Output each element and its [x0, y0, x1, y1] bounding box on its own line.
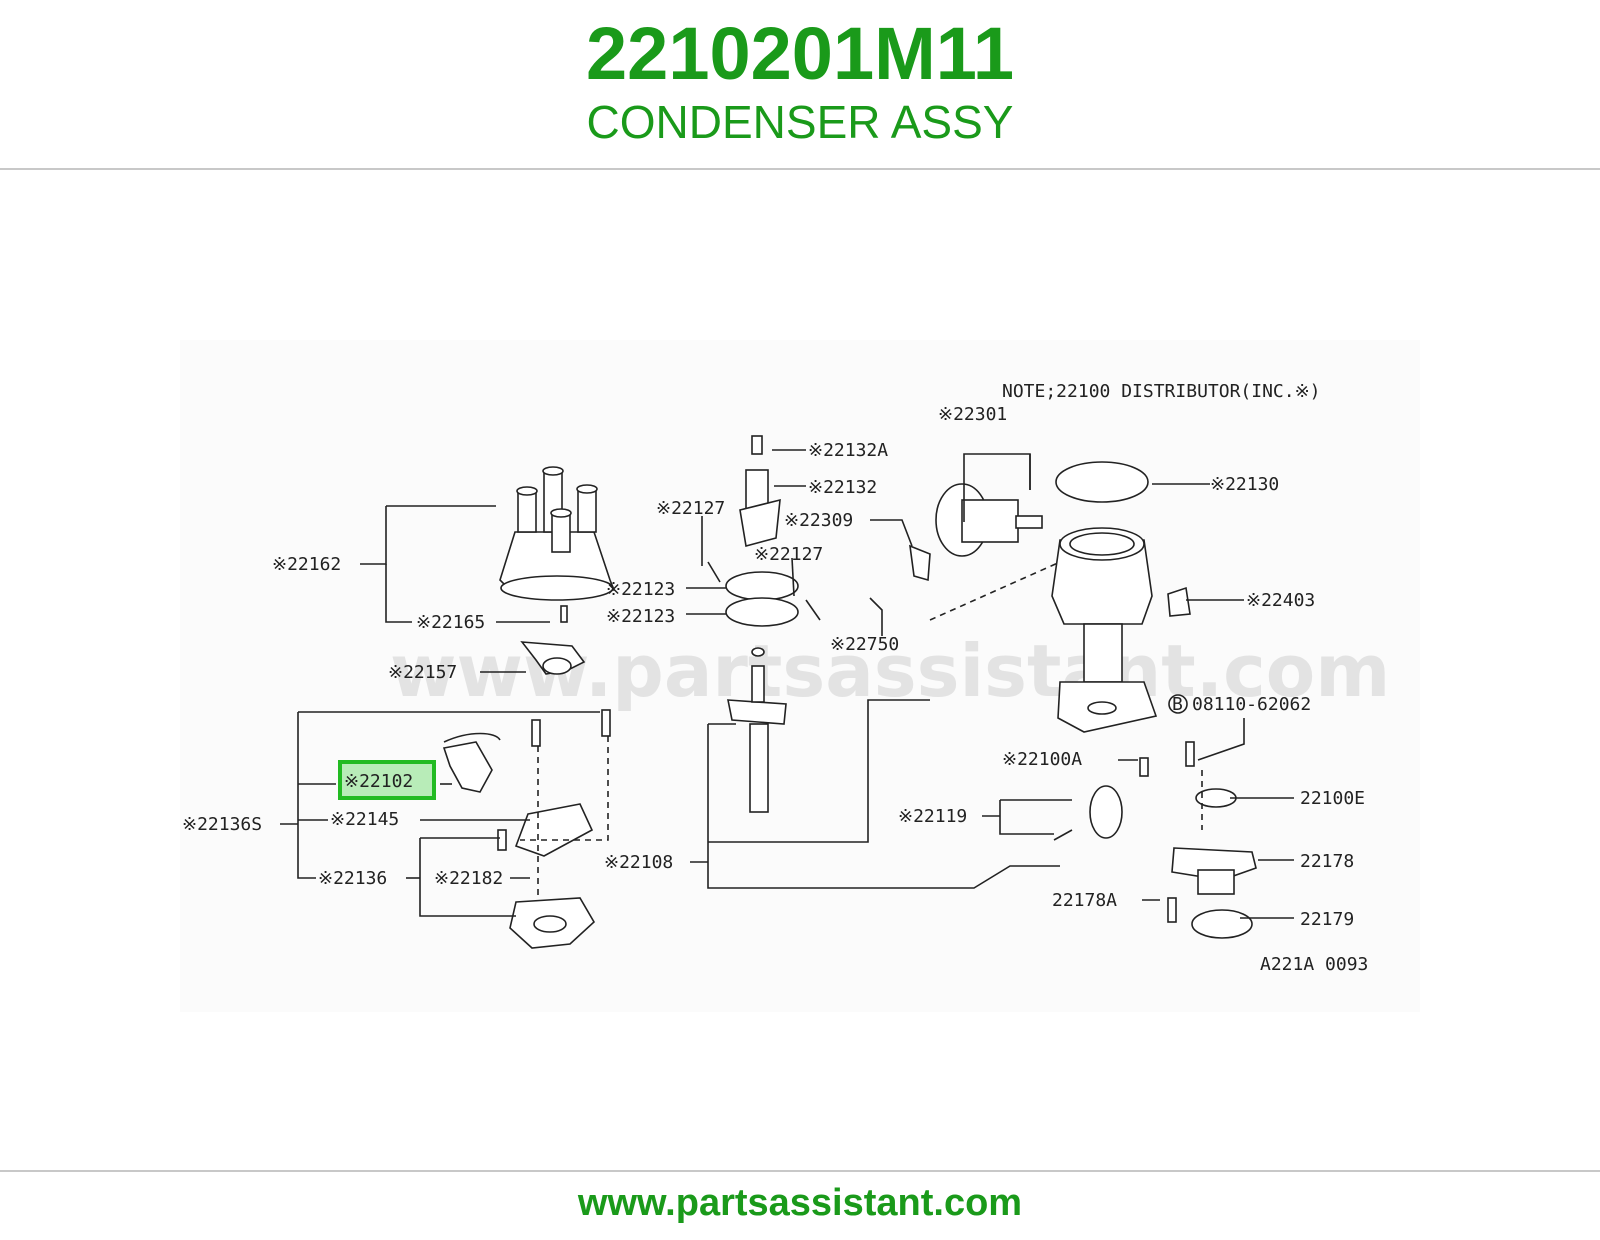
callout-22309: ※22309 — [784, 510, 853, 531]
callout-08110-62062: 08110-62062 — [1192, 694, 1311, 715]
bolt-symbol — [1168, 694, 1188, 714]
alignment-line — [929, 561, 1061, 621]
callout-22145: ※22145 — [330, 809, 399, 830]
callout-22119: ※22119 — [898, 806, 967, 827]
page-header: 2210201M11 CONDENSER ASSY — [0, 0, 1600, 168]
header-divider — [0, 168, 1600, 170]
part-name-subtitle: CONDENSER ASSY — [586, 96, 1014, 148]
callout-22750: ※22750 — [830, 634, 899, 655]
callout-22127-upper: ※22127 — [656, 498, 725, 519]
callout-22178: 22178 — [1300, 851, 1354, 872]
callout-22130: ※22130 — [1210, 474, 1279, 495]
callout-22102[interactable]: ※22102 — [344, 771, 413, 792]
footer-website-link[interactable]: www.partsassistant.com — [577, 1182, 1023, 1224]
callout-22179: 22179 — [1300, 909, 1354, 930]
callout-22182: ※22182 — [434, 868, 503, 889]
callout-22100a: ※22100A — [1002, 749, 1082, 770]
callout-22403: ※22403 — [1246, 590, 1315, 611]
breaker-plate-drawing — [442, 709, 611, 949]
distributor-cap-drawing — [499, 466, 616, 623]
callout-22162: ※22162 — [272, 554, 341, 575]
callout-22136s: ※22136S — [182, 814, 262, 835]
parts-diagram: www.partsassistant.com — [180, 340, 1420, 1012]
vacuum-controller-drawing — [909, 483, 1043, 582]
bolt-symbol-letter: B — [1172, 694, 1183, 715]
callout-22136: ※22136 — [318, 868, 387, 889]
callout-22132a: ※22132A — [808, 440, 888, 461]
lower-parts-drawing — [1053, 741, 1257, 939]
callout-22132: ※22132 — [808, 477, 877, 498]
footer-divider — [0, 1170, 1600, 1172]
parts-diagram-drawing: www.partsassistant.com — [182, 381, 1390, 975]
callout-22301: ※22301 — [938, 404, 1007, 425]
alignment-line — [520, 736, 609, 841]
highlighted-part-box[interactable] — [338, 760, 436, 800]
part-number-title: 2210201M11 — [586, 12, 1014, 95]
callout-22157: ※22157 — [388, 662, 457, 683]
callout-22100e: 22100E — [1300, 788, 1365, 809]
leader-lines — [280, 449, 1294, 919]
diagram-note: NOTE;22100 DISTRIBUTOR(INC.※) — [1002, 381, 1321, 402]
callout-22108: ※22108 — [604, 852, 673, 873]
governor-parts-drawing — [707, 435, 821, 813]
callout-22165: ※22165 — [416, 612, 485, 633]
diagram-code: A221A 0093 — [1260, 954, 1368, 975]
rotor-drawing — [520, 641, 586, 675]
callout-22178a: 22178A — [1052, 890, 1117, 911]
callout-22123-upper: ※22123 — [606, 579, 675, 600]
callout-22127-lower: ※22127 — [754, 544, 823, 565]
callout-22123-lower: ※22123 — [606, 606, 675, 627]
distributor-housing-drawing — [1051, 461, 1191, 733]
